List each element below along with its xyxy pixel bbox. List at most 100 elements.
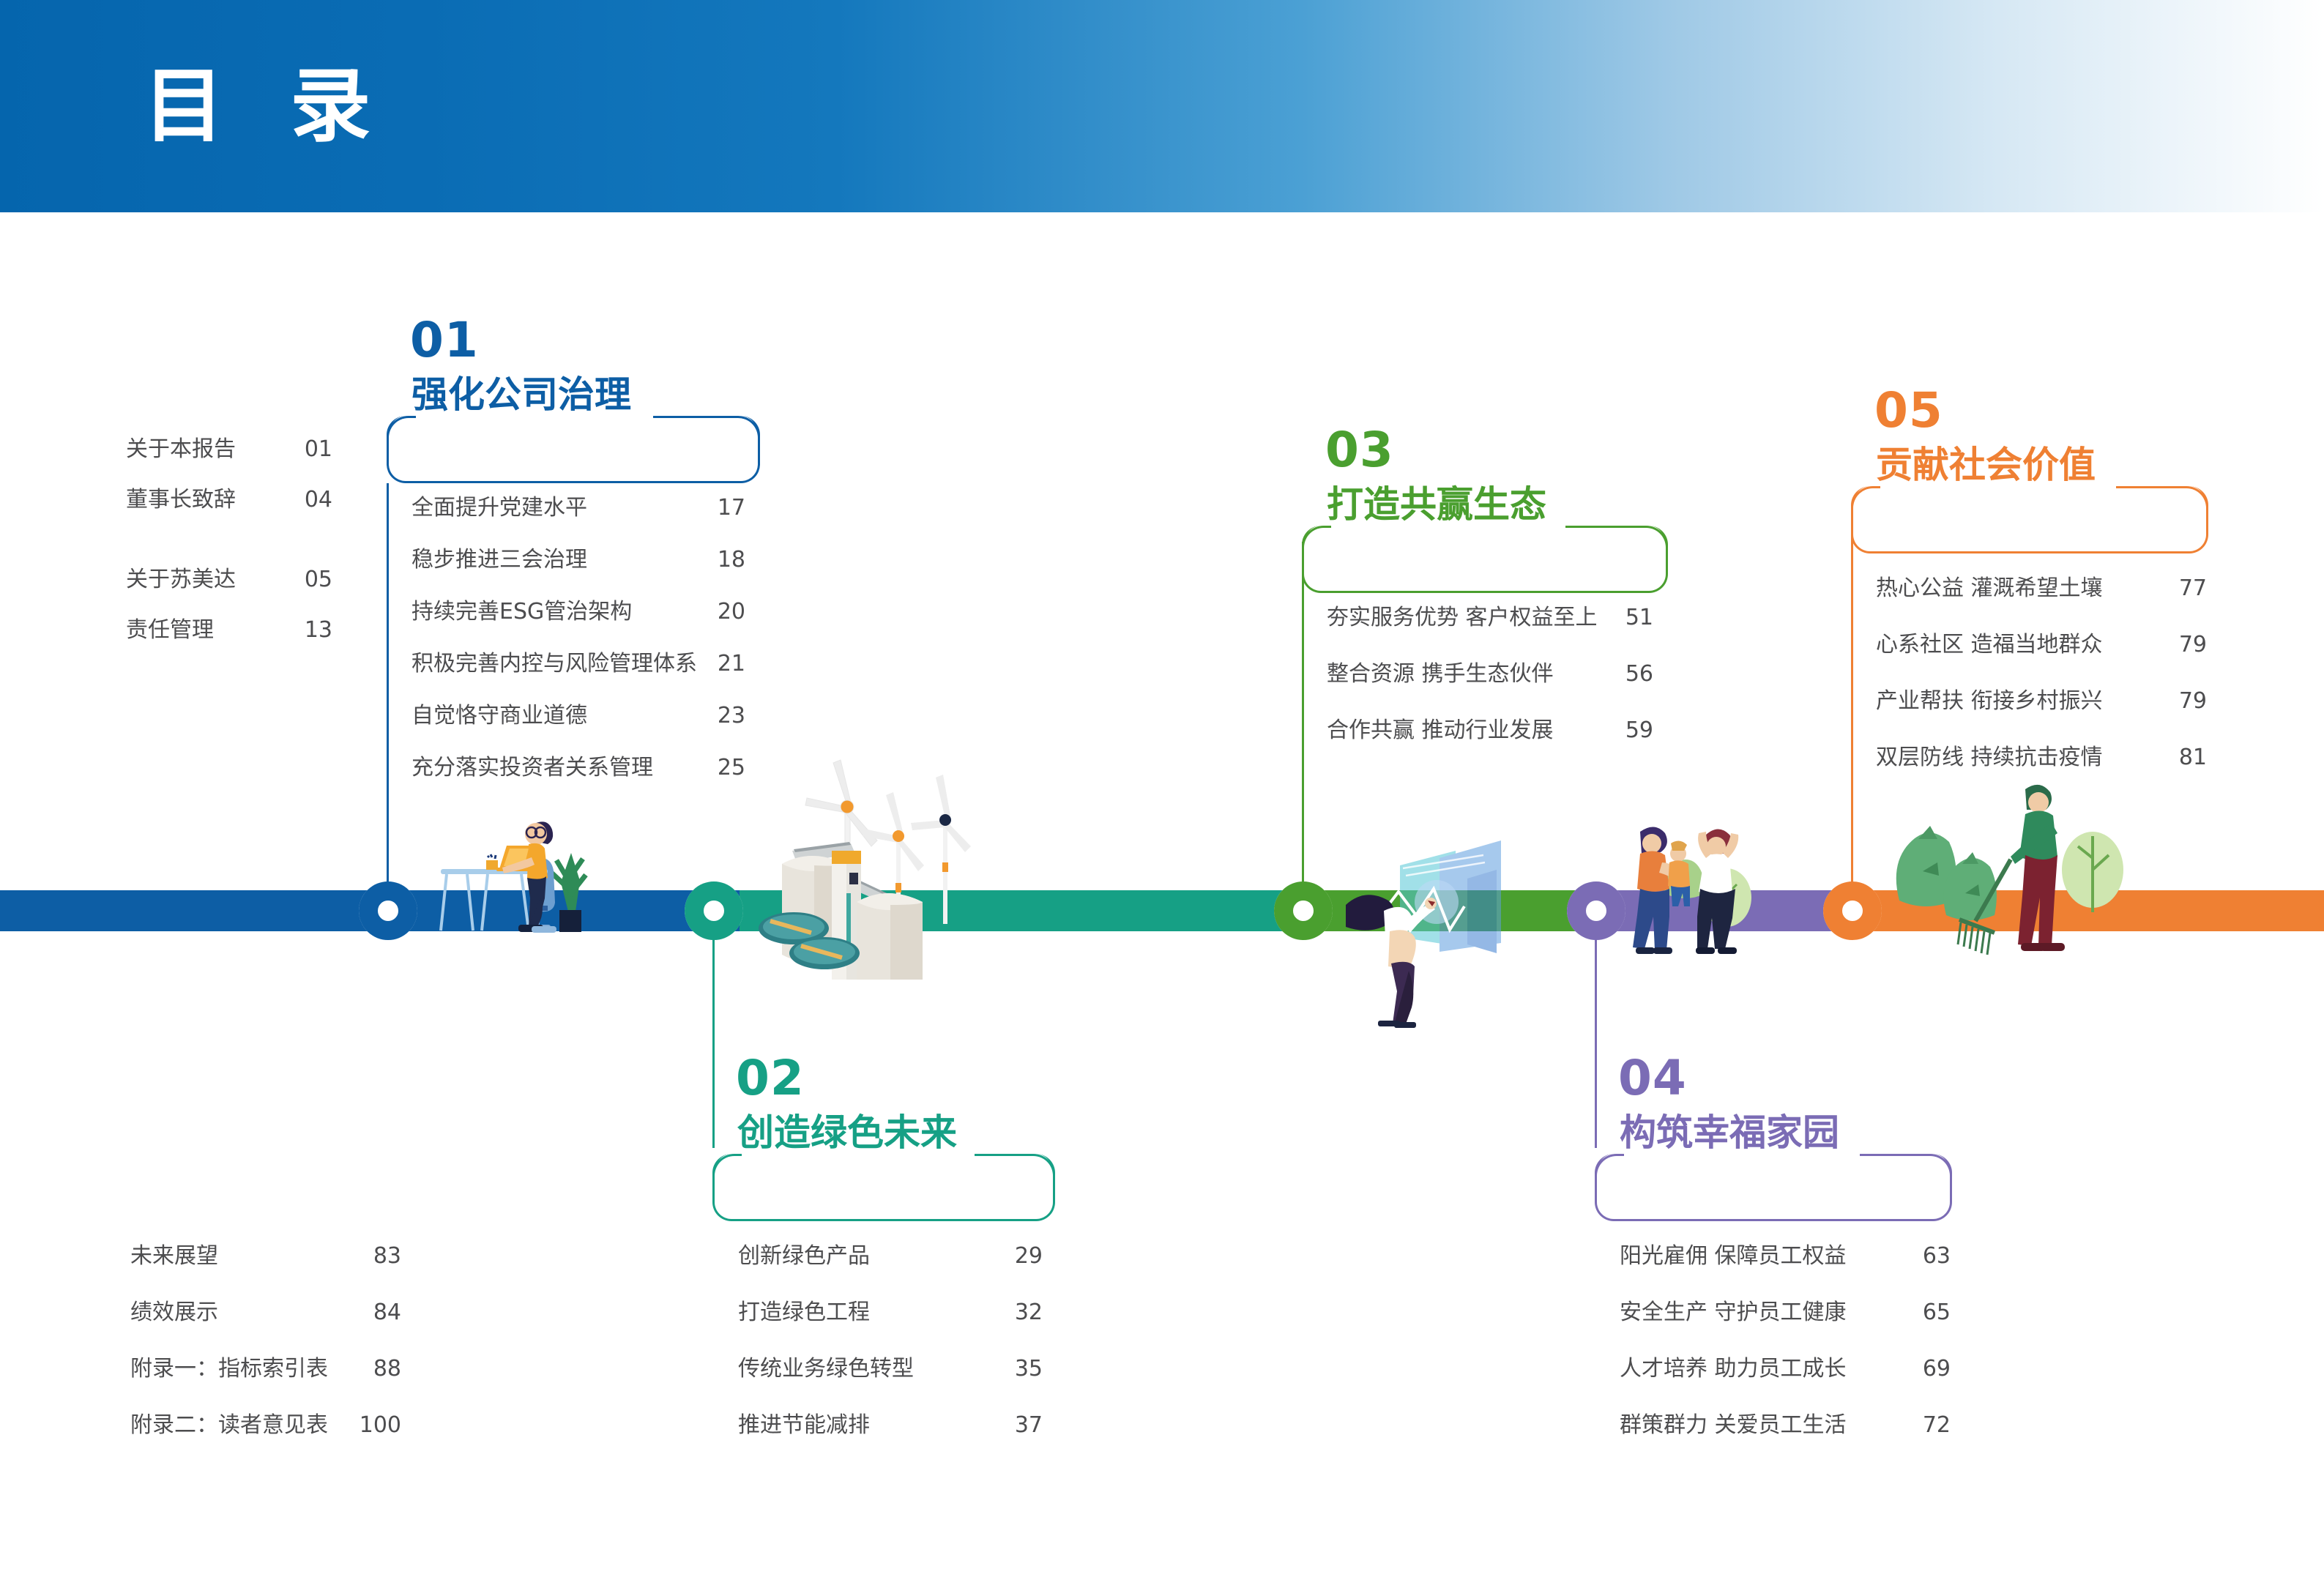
toc-page: 51: [1625, 605, 1653, 630]
toc-label: 创新绿色产品: [738, 1243, 870, 1269]
back-matter-page: 84: [373, 1300, 401, 1325]
section-03: 03 打造共赢生态: [1325, 426, 1546, 523]
back-matter-label: 绩效展示: [130, 1300, 218, 1325]
list-item[interactable]: 夯实服务优势 客户权益至上 51: [1327, 599, 1656, 631]
toc-label: 打造绿色工程: [738, 1300, 870, 1325]
toc-label: 人才培养 助力员工成长: [1620, 1356, 1847, 1382]
list-item[interactable]: 董事长致辞 04: [126, 481, 338, 513]
toc-label: 心系社区 造福当地群众: [1876, 632, 2103, 657]
toc-page: 72: [1922, 1412, 1951, 1438]
section-04: 04 构筑幸福家园: [1618, 1050, 1839, 1152]
section-01-bracket: [387, 416, 760, 483]
list-item[interactable]: 推进节能减排 37: [738, 1406, 1046, 1439]
toc-label: 双层防线 持续抗击疫情: [1876, 745, 2103, 770]
toc-label: 产业帮扶 衔接乡村振兴: [1876, 688, 2103, 714]
toc-page: 35: [1014, 1356, 1043, 1382]
list-item[interactable]: 产业帮扶 衔接乡村振兴 79: [1876, 682, 2213, 715]
toc-label: 夯实服务优势 客户权益至上: [1327, 605, 1598, 630]
toc-page: 81: [2178, 745, 2207, 770]
section-number: 02: [736, 1050, 805, 1106]
toc-page: 20: [717, 599, 745, 625]
timeline-marker-05[interactable]: [1823, 881, 1882, 940]
front-matter-page: 04: [304, 487, 332, 512]
list-item[interactable]: 未来展望 83: [130, 1237, 401, 1270]
list-item[interactable]: 附录二：读者意见表 100: [130, 1406, 401, 1439]
section-05: 05 贡献社会价值: [1874, 382, 2096, 484]
list-item[interactable]: 整合资源 携手生态伙伴 56: [1327, 655, 1656, 687]
section-02-bracket: [712, 1154, 1055, 1221]
toc-page: 79: [2178, 632, 2207, 657]
timeline-marker-03[interactable]: [1274, 881, 1333, 940]
toc-label: 整合资源 携手生态伙伴: [1327, 661, 1554, 687]
list-item[interactable]: 责任管理 13: [126, 611, 338, 644]
toc-label: 阳光雇佣 保障员工权益: [1620, 1243, 1847, 1269]
toc-page: 79: [2178, 688, 2207, 714]
toc-page: 56: [1625, 661, 1653, 687]
section-03-bracket: [1302, 526, 1668, 593]
list-item[interactable]: 创新绿色产品 29: [738, 1237, 1046, 1270]
front-matter-label: 关于本报告: [126, 436, 236, 462]
section-number: 04: [1618, 1050, 1687, 1106]
back-matter-label: 未来展望: [130, 1243, 218, 1269]
front-matter-page: 13: [304, 617, 332, 643]
section-title: 强化公司治理: [411, 373, 631, 416]
list-item[interactable]: 关于苏美达 05: [126, 561, 338, 593]
back-matter-page: 88: [373, 1356, 401, 1382]
list-item[interactable]: 关于本报告 01: [126, 430, 338, 463]
list-item[interactable]: 绩效展示 84: [130, 1294, 401, 1326]
toc-page: 17: [717, 495, 745, 521]
timeline-marker-04[interactable]: [1567, 881, 1625, 940]
section-number: 01: [410, 312, 479, 368]
connector-05: [1851, 520, 1853, 886]
list-item[interactable]: 充分落实投资者关系管理 25: [411, 749, 748, 781]
section-04-bracket: [1595, 1154, 1952, 1221]
timeline-marker-02[interactable]: [685, 881, 743, 940]
section-number: 03: [1325, 422, 1394, 478]
toc-page: 69: [1922, 1356, 1951, 1382]
toc-label: 群策群力 关爱员工生活: [1620, 1412, 1847, 1438]
data-analyst-illustration: [1346, 835, 1551, 1028]
list-item[interactable]: 群策群力 关爱员工生活 72: [1620, 1406, 1956, 1439]
connector-04: [1595, 936, 1597, 1148]
toc-label: 积极完善内控与风险管理体系: [411, 651, 697, 676]
toc-page: 29: [1014, 1243, 1043, 1269]
list-item[interactable]: 人才培养 助力员工成长 69: [1620, 1350, 1956, 1382]
toc-label: 推进节能减排: [738, 1412, 870, 1438]
toc-page: 23: [717, 703, 745, 728]
toc-label: 合作共赢 推动行业发展: [1327, 717, 1554, 743]
list-item[interactable]: 附录一：指标索引表 88: [130, 1350, 401, 1382]
page-title: 目 录: [144, 59, 390, 153]
front-matter-label: 责任管理: [126, 617, 214, 643]
toc-page: 65: [1922, 1300, 1951, 1325]
toc-label: 热心公益 灌溉希望土壤: [1876, 575, 2103, 601]
list-spacer: [126, 532, 338, 561]
back-matter-page: 100: [359, 1412, 401, 1438]
back-matter-page: 83: [373, 1243, 401, 1269]
toc-page: 25: [717, 755, 745, 780]
toc-page: 37: [1014, 1412, 1043, 1438]
front-matter-page: 01: [304, 436, 332, 462]
toc-label: 持续完善ESG管治架构: [411, 599, 633, 625]
back-matter-list: 未来展望 83 绩效展示 84 附录一：指标索引表 88 附录二：读者意见表 1…: [130, 1237, 401, 1458]
list-item[interactable]: 心系社区 造福当地群众 79: [1876, 626, 2213, 658]
list-item[interactable]: 双层防线 持续抗击疫情 81: [1876, 739, 2213, 771]
timeline-marker-01[interactable]: [359, 881, 417, 940]
section-number: 05: [1874, 382, 1943, 439]
section-05-bracket: [1851, 486, 2208, 553]
list-item[interactable]: 持续完善ESG管治架构 20: [411, 593, 748, 625]
toc-label: 充分落实投资者关系管理: [411, 755, 653, 780]
toc-page: 18: [717, 547, 745, 573]
